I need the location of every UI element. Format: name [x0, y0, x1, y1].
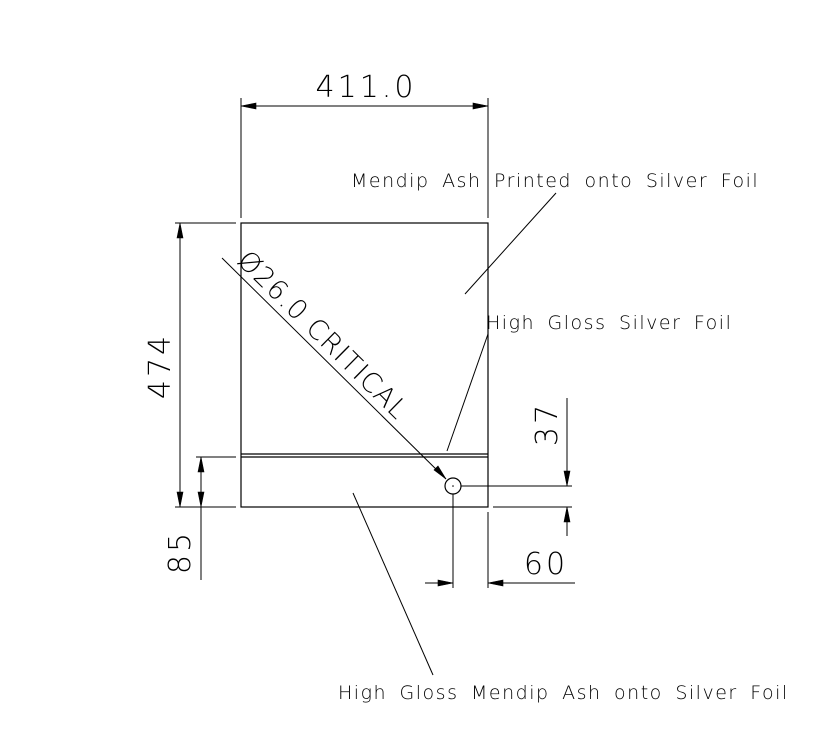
width-dimension: 411.0	[240, 70, 489, 218]
hole-horizontal-label: 60	[524, 547, 568, 582]
hole	[444, 477, 462, 495]
height-dimension-label: 474	[143, 333, 178, 399]
note-bottom-panel: High Gloss Mendip Ash onto Silver Foil	[338, 682, 789, 704]
height-dimension: 474	[143, 222, 236, 508]
note-leaders	[352, 192, 557, 676]
panel-outline	[240, 222, 489, 508]
note-strip: High Gloss Silver Foil	[486, 312, 732, 334]
hole-horizontal-dimension: 60	[425, 494, 575, 588]
width-dimension-label: 411.0	[316, 70, 417, 105]
hole-callout: Ø26.0 CRITICAL	[221, 245, 447, 480]
strip-height-label: 85	[163, 530, 198, 574]
strip-height-dimension: 85	[163, 456, 236, 580]
hole-vertical-label: 37	[530, 402, 565, 446]
hole-vertical-dimension: 37	[461, 398, 572, 536]
hole-callout-label: Ø26.0 CRITICAL	[231, 245, 414, 426]
note-top-panel: Mendip Ash Printed onto Silver Foil	[351, 170, 759, 192]
